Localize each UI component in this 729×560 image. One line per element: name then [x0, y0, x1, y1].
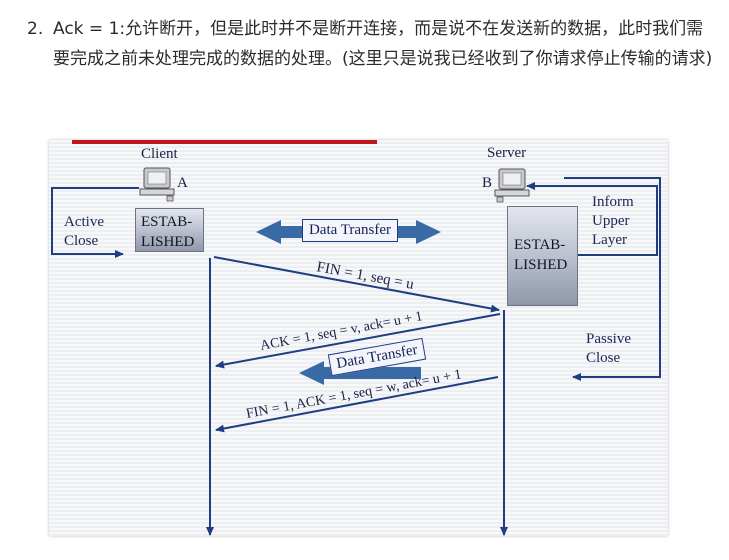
server-state-line1: ESTAB-: [514, 237, 566, 253]
active-close-label: Active Close: [64, 213, 104, 251]
red-accent-bar: [72, 140, 377, 144]
inform-upper-layer-label: Inform Upper Layer: [592, 193, 634, 250]
fin-arrow: [213, 256, 500, 313]
client-state-line2: LISHED: [141, 234, 195, 250]
client-state-line1: ESTAB-: [141, 214, 193, 230]
client-computer-icon: [139, 167, 175, 202]
tcp-close-diagram: Client Server A B FIN = 1, seq = u ACK =…: [49, 140, 668, 536]
active-close-line1: Active: [64, 214, 104, 230]
passive-close-label: Passive Close: [586, 330, 631, 368]
client-id-label: A: [177, 175, 188, 191]
active-close-line2: Close: [64, 233, 99, 249]
passive-close-line1: Passive: [586, 331, 631, 347]
inform-line2: Upper: [592, 213, 630, 229]
diagram-canvas: Client Server A B FIN = 1, seq = u ACK =…: [51, 140, 661, 536]
server-state-line2: LISHED: [514, 257, 568, 273]
step-number: 2.: [27, 19, 44, 39]
inform-line3: Layer: [592, 232, 627, 248]
step-paragraph: 2. Ack = 1:允许断开，但是此时并不是断开连接，而是说不在发送新的数据，…: [27, 14, 717, 74]
inform-upper-layer-connector: [526, 182, 658, 256]
passive-close-line2: Close: [586, 350, 621, 366]
inform-line1: Inform: [592, 194, 634, 210]
active-close-connector: [51, 187, 139, 258]
ack-arrow: [215, 313, 501, 369]
client-state-panel: ESTAB- LISHED: [135, 208, 204, 252]
passive-close-connector: [564, 177, 661, 381]
server-computer-icon: [494, 168, 530, 203]
data-transfer-box-top: Data Transfer: [302, 219, 398, 242]
step-text: Ack = 1:允许断开，但是此时并不是断开连接，而是说不在发送新的数据，此时我…: [53, 19, 713, 69]
server-id-label: B: [482, 175, 492, 191]
client-label: Client: [141, 146, 178, 162]
fin-ack-arrow: [215, 376, 499, 433]
fin-message-label: FIN = 1, seq = u: [315, 259, 415, 293]
server-label: Server: [487, 145, 526, 161]
server-state-panel: ESTAB- LISHED: [507, 206, 578, 306]
